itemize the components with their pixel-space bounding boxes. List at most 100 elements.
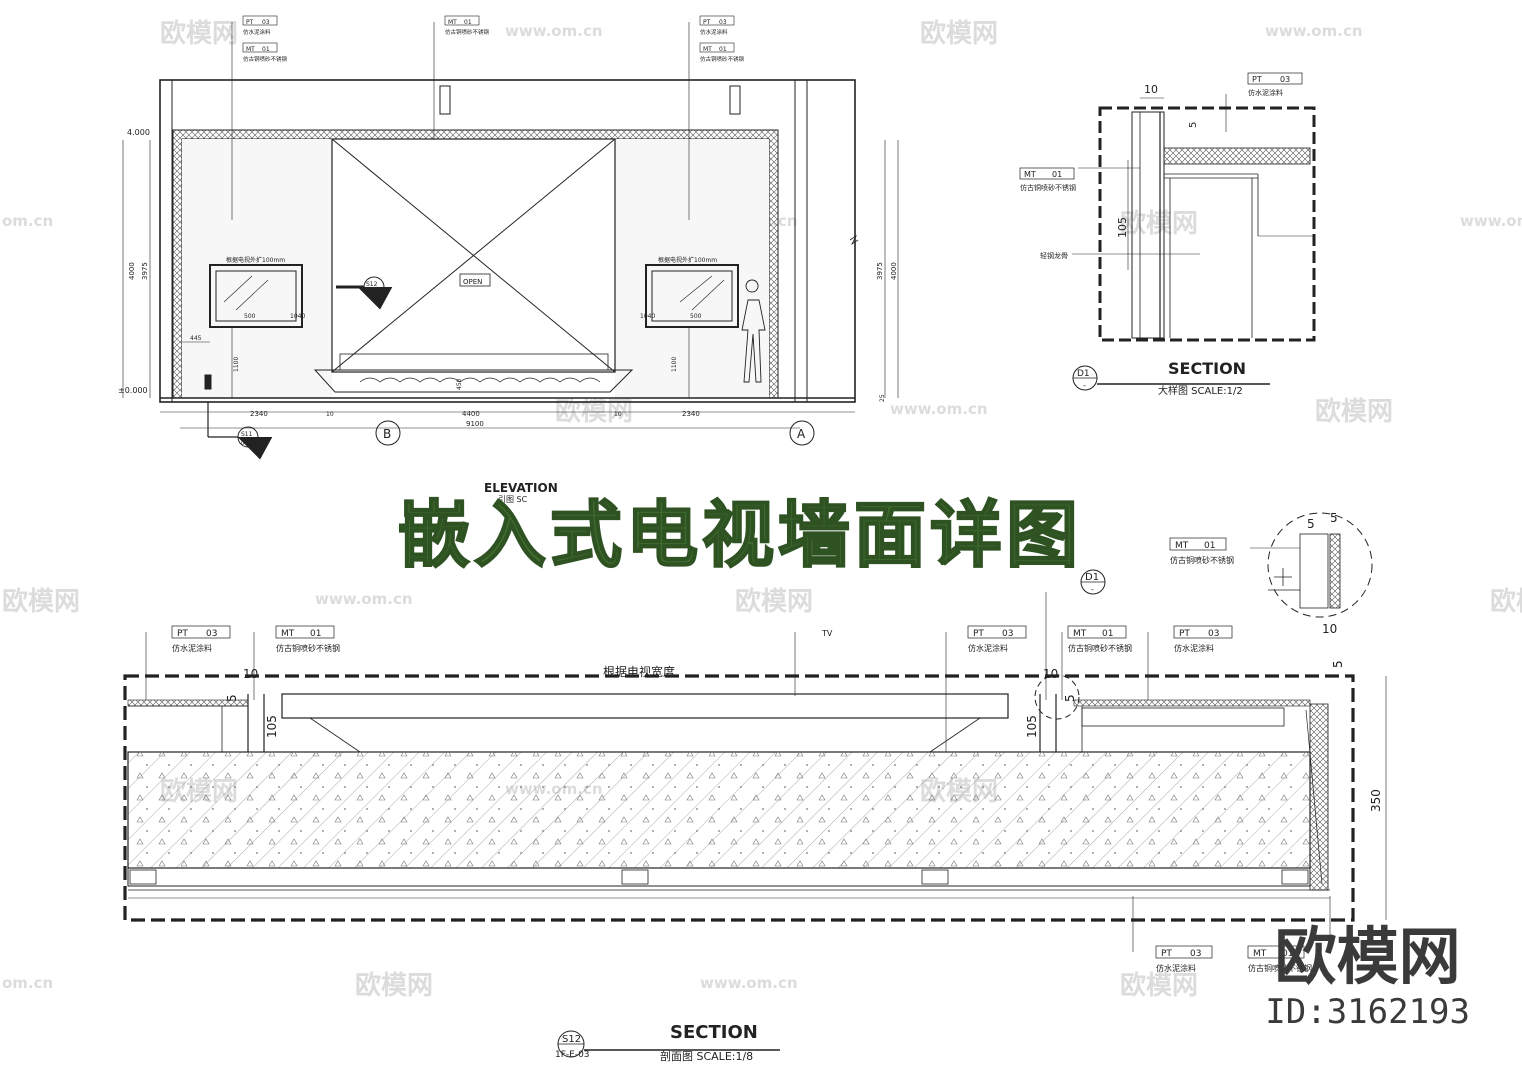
tag-note: 仿水泥涂料 (1156, 963, 1196, 973)
corner-dim: 5 (1330, 511, 1338, 525)
tag-code: 01 (464, 19, 472, 26)
niche-dim: 500 (690, 313, 702, 320)
tag-code: 01 (1102, 629, 1113, 639)
dim-350: 350 (1369, 789, 1383, 812)
tag-code: 01 (719, 46, 727, 53)
dim: 10 (1043, 667, 1058, 681)
dim-1100-right: 1100 (671, 357, 678, 372)
tag-code: 01 (1204, 541, 1215, 551)
tag-code: 01 (1282, 949, 1293, 959)
dim: 5 (1188, 122, 1199, 128)
watermark-logo: 欧模网 (1315, 396, 1393, 427)
d1-marker-ref: - (1091, 585, 1094, 594)
tag-note: 仿水泥涂料 (968, 643, 1008, 653)
tag-code: PT (1252, 75, 1262, 84)
watermark-short: om.cn (2, 974, 53, 992)
level-bottom: ±0.000 (118, 386, 148, 395)
dim-right-outer: 4000 (890, 262, 898, 280)
watermark-logo: 欧模网 (355, 970, 433, 1001)
tag-code: 03 (1002, 629, 1013, 639)
niche-note: 根据电视外扩100mm (226, 256, 285, 264)
watermark-logo: 欧模网 (920, 18, 998, 49)
dim-25: 25 (879, 394, 886, 402)
section-s12-drawing (123, 512, 1387, 1058)
tag-code: 03 (1280, 75, 1290, 84)
dim: 105 (1025, 715, 1039, 738)
tag-code: PT (1179, 629, 1190, 639)
niche-note: 根据电视外扩100mm (658, 256, 717, 264)
width-note: 根据电视宽度 (603, 664, 675, 679)
watermark-logo: 欧模网 (555, 396, 633, 427)
tag-code: MT (1253, 949, 1267, 959)
tag-note: 仿水泥涂料 (172, 643, 212, 653)
tag-note: 仿古铜喷砂不锈钢 (1068, 643, 1132, 653)
tag-code: MT (1073, 629, 1087, 639)
bottom-dim: 10 (614, 411, 622, 418)
tag-code: 03 (262, 19, 270, 26)
detail-subheading: 大样图 SCALE:1/2 (1158, 384, 1243, 397)
watermark-url: www.om.cn (1460, 212, 1522, 230)
dim-445: 445 (190, 335, 202, 342)
tag-code: PT (973, 629, 984, 639)
tag-code: MT (703, 46, 712, 53)
tag-note: 仿古铜喷砂不锈钢 (1170, 555, 1234, 565)
dim-450: 450 (456, 378, 463, 390)
watermark-short: om.cn (2, 212, 53, 230)
bottom-dim: 2340 (250, 410, 268, 418)
detail-heading: SECTION (1168, 359, 1246, 378)
dim: 105 (265, 715, 279, 738)
tag-code: PT (177, 629, 188, 639)
section-marker-id: S11 (241, 431, 253, 438)
tag-code: MT (246, 46, 255, 53)
dim-1100-left: 1100 (233, 357, 240, 372)
tag-code: 03 (206, 629, 217, 639)
bottom-dim: 4400 (462, 410, 480, 418)
niche-dim: 500 (244, 313, 256, 320)
tag-note: 仿水泥涂料 (700, 28, 728, 36)
tag-note: 仿古铜喷砂不锈钢 (1248, 963, 1312, 973)
section-marker-ref: 1F-E-03 (555, 1050, 590, 1060)
tag-note: 仿水泥涂料 (1248, 88, 1283, 97)
dim: 10 (1322, 622, 1337, 636)
dim: 5 (225, 694, 239, 702)
watermark-url: www.om.cn (1265, 22, 1363, 40)
detail-marker-id: D1 (1077, 369, 1090, 379)
brand-watermark: 欧模网 ID:3162193 (1265, 922, 1470, 1033)
open-label: OPEN (463, 278, 482, 286)
watermark-url: www.om.cn (315, 590, 413, 608)
dim: 10 (243, 667, 258, 681)
tag-code: 01 (1052, 170, 1062, 179)
tag-code: MT (1024, 170, 1036, 179)
section-marker-ref: 0-01 (367, 291, 378, 297)
tag-note: 仿水泥涂料 (1174, 643, 1214, 653)
elevation-drawing (122, 22, 899, 460)
elevation-subheading: 引图 SC (498, 495, 528, 504)
watermark-url: www.om.cn (700, 974, 798, 992)
watermark-logo: 欧模网 (1120, 970, 1198, 1001)
tag-code: 03 (1190, 949, 1201, 959)
grid-b: B (383, 427, 391, 441)
dim: 5 (1063, 694, 1077, 702)
elevation-heading: ELEVATION (484, 481, 558, 495)
tag-code: PT (246, 19, 254, 26)
tag-note: 仿古铜喷砂不锈钢 (1020, 183, 1076, 192)
keel-note: 轻钢龙骨 (1040, 251, 1068, 260)
tag-code: MT (1175, 541, 1189, 551)
section-s12-text: PT 03 仿水泥涂料 MT 01 仿古铜喷砂不锈钢 PT 03 仿水泥涂料 M… (171, 511, 1383, 1063)
watermark-logo: 欧模网 (1490, 586, 1522, 617)
brand-id: ID:3162193 (1265, 992, 1470, 1032)
watermark-logo: 欧模网 (735, 586, 813, 617)
elevation-text: PT 03 仿水泥涂料 MT 01 仿古铜喷砂不锈钢 MT 01 仿古铜喷砂不锈… (118, 15, 898, 504)
bottom-dim: 10 (326, 411, 334, 418)
watermark-logo: 欧模网 (160, 18, 238, 49)
dim-right-inner: 3975 (876, 262, 884, 280)
niche-dim: 1040 (640, 313, 655, 320)
section-subheading: 剖面图 SCALE:1/8 (660, 1049, 753, 1063)
tag-note: 仿古铜喷砂不锈钢 (276, 643, 340, 653)
drawing-title: 嵌入式电视墙面详图 (397, 492, 1082, 578)
dim: 10 (1144, 83, 1158, 96)
watermark-logo: 欧模网 (2, 586, 80, 617)
watermark-logo: 欧模网 (1120, 208, 1198, 239)
watermark-url: www.om.cn (505, 22, 603, 40)
bottom-dim: 2340 (682, 410, 700, 418)
